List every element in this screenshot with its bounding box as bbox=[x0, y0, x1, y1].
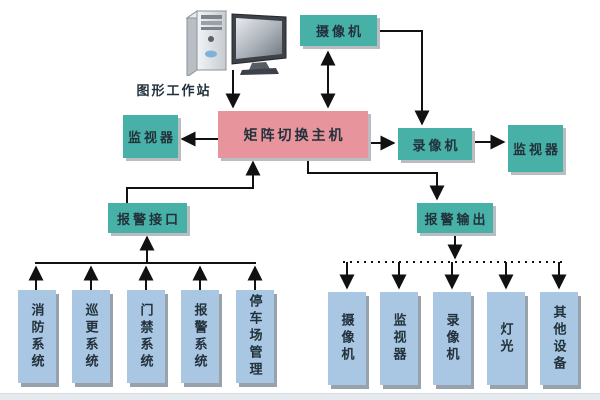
node-output-other-devices: 其他设备 bbox=[540, 292, 578, 385]
node-parking-management: 停车场管理 bbox=[236, 290, 274, 383]
desktop-computer-icon bbox=[185, 10, 287, 76]
node-video-recorder: 录像机 bbox=[398, 128, 472, 160]
connector-camera-recorder bbox=[377, 30, 430, 126]
node-alarm-system: 报警系统 bbox=[181, 290, 219, 383]
node-fire-system: 消防系统 bbox=[18, 290, 56, 383]
node-camera-top: 摄像机 bbox=[300, 15, 377, 46]
workstation-label: 图形工作站 bbox=[136, 83, 212, 98]
connector-matrix-alarm-output bbox=[307, 158, 445, 201]
bottom-edge-strip bbox=[0, 393, 600, 400]
node-alarm-output: 报警输出 bbox=[417, 203, 493, 233]
node-output-recorder: 录像机 bbox=[433, 292, 471, 385]
node-output-light: 灯光 bbox=[487, 292, 525, 385]
node-monitor-left: 监视器 bbox=[123, 115, 178, 158]
node-patrol-system: 巡更系统 bbox=[72, 290, 110, 383]
node-monitor-right: 监视器 bbox=[508, 125, 563, 172]
node-alarm-interface: 报警接口 bbox=[108, 203, 187, 233]
node-matrix-switch-host: 矩阵切换主机 bbox=[218, 111, 368, 158]
node-output-camera: 摄像机 bbox=[328, 292, 366, 385]
node-output-monitor: 监视器 bbox=[380, 292, 418, 385]
node-access-control-system: 门禁系统 bbox=[127, 290, 165, 383]
connector-alarm-interface-matrix bbox=[126, 160, 261, 203]
